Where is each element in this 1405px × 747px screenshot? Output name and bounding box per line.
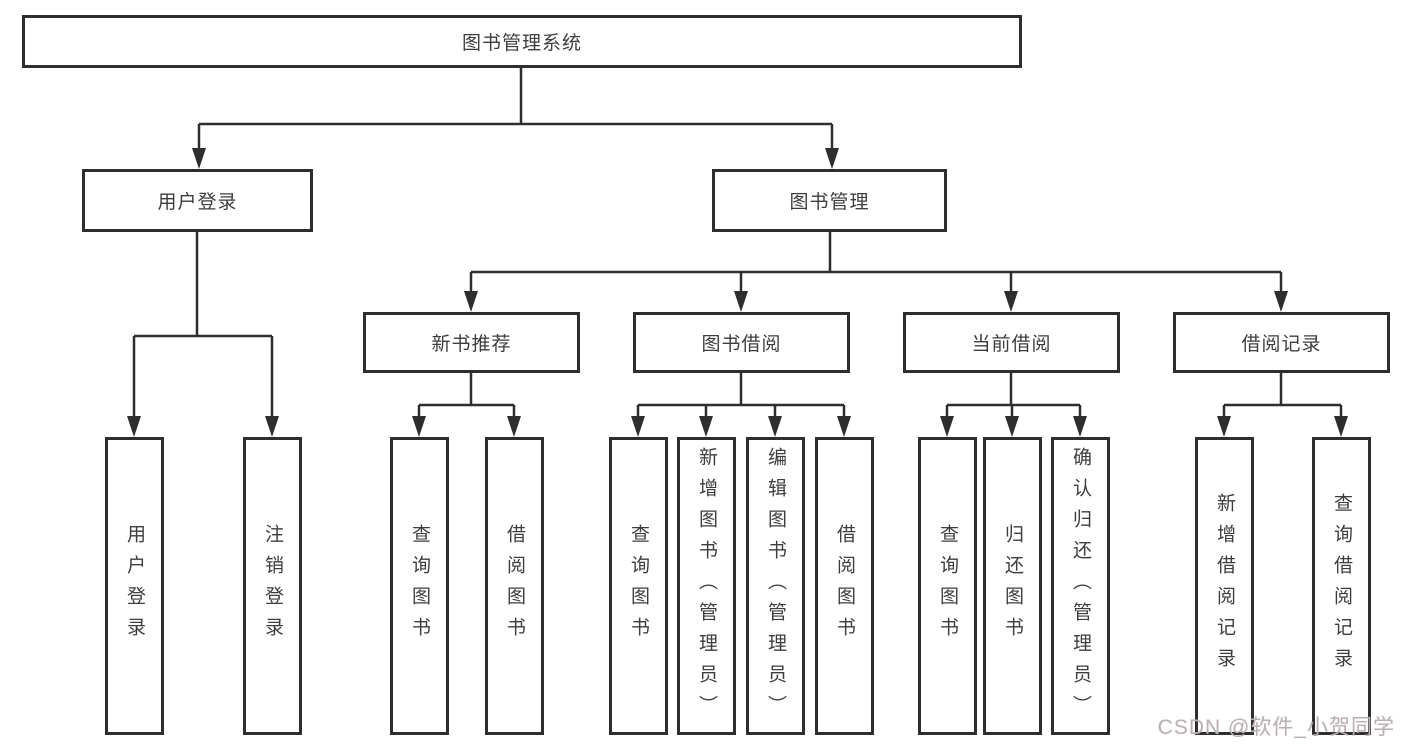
leaf-user-login: 用户登录 <box>105 437 164 735</box>
node-new-book-recommend: 新书推荐 <box>363 312 580 373</box>
node-user-login-label: 用户登录 <box>157 192 238 213</box>
leaf-logout-label: 注销登录 <box>262 524 283 648</box>
leaf-return-book-label: 归还图书 <box>1002 524 1023 648</box>
node-book-management: 图书管理 <box>712 169 947 232</box>
leaf-query-books-3: 查询图书 <box>918 437 977 735</box>
leaf-add-borrow-record: 新增借阅记录 <box>1195 437 1254 735</box>
leaf-borrow-books-1-label: 借阅图书 <box>504 524 525 648</box>
csdn-watermark: CSDN @软件_小贺同学 <box>1157 716 1395 739</box>
leaf-borrow-books-1: 借阅图书 <box>485 437 544 735</box>
leaf-query-books-2-label: 查询图书 <box>628 524 649 648</box>
leaf-edit-book-admin-label: 编辑图书（管理员） <box>765 446 786 726</box>
leaf-user-login-label: 用户登录 <box>124 524 145 648</box>
leaf-add-book-admin-label: 新增图书（管理员） <box>696 446 717 726</box>
node-root-system: 图书管理系统 <box>22 15 1022 68</box>
leaf-query-books-1: 查询图书 <box>390 437 449 735</box>
node-borrow-record: 借阅记录 <box>1173 312 1390 373</box>
leaf-logout: 注销登录 <box>243 437 302 735</box>
node-book-management-label: 图书管理 <box>789 192 870 213</box>
leaf-query-borrow-record-label: 查询借阅记录 <box>1331 493 1352 679</box>
leaf-query-books-3-label: 查询图书 <box>937 524 958 648</box>
leaf-confirm-return-admin: 确认归还（管理员） <box>1051 437 1110 735</box>
node-book-borrow-label: 图书借阅 <box>701 334 782 355</box>
leaf-edit-book-admin: 编辑图书（管理员） <box>746 437 805 735</box>
leaf-query-borrow-record: 查询借阅记录 <box>1312 437 1371 735</box>
node-current-borrow: 当前借阅 <box>903 312 1120 373</box>
arrowheads <box>127 148 1348 437</box>
node-new-book-recommend-label: 新书推荐 <box>431 334 512 355</box>
node-borrow-record-label: 借阅记录 <box>1241 334 1322 355</box>
leaf-confirm-return-admin-label: 确认归还（管理员） <box>1070 446 1091 726</box>
node-root-label: 图书管理系统 <box>461 33 582 54</box>
node-current-borrow-label: 当前借阅 <box>971 334 1052 355</box>
leaf-borrow-books-2-label: 借阅图书 <box>834 524 855 648</box>
node-book-borrow: 图书借阅 <box>633 312 850 373</box>
node-user-login: 用户登录 <box>82 169 313 232</box>
leaf-query-books-2: 查询图书 <box>609 437 668 735</box>
leaf-borrow-books-2: 借阅图书 <box>815 437 874 735</box>
leaf-add-book-admin: 新增图书（管理员） <box>677 437 736 735</box>
leaf-query-books-1-label: 查询图书 <box>409 524 430 648</box>
leaf-return-book: 归还图书 <box>983 437 1042 735</box>
leaf-add-borrow-record-label: 新增借阅记录 <box>1214 493 1235 679</box>
